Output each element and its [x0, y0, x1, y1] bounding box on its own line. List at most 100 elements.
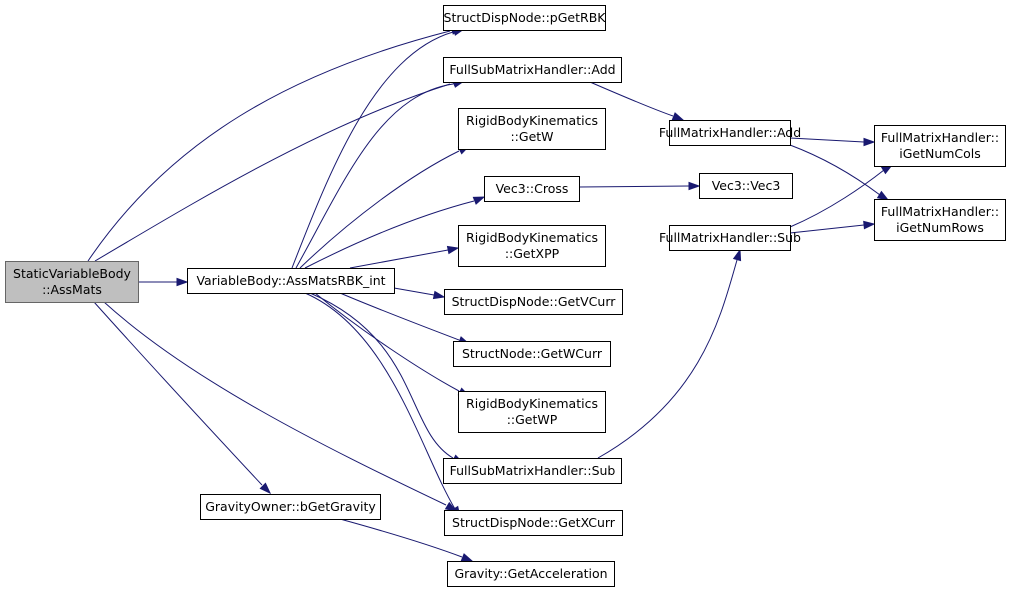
arrowhead-icon: [460, 553, 474, 562]
node-grav_acc[interactable]: Gravity::GetAcceleration: [447, 561, 615, 587]
edge-line: [304, 200, 475, 269]
edge-line: [339, 292, 460, 341]
node-label: StructDispNode::GetXCurr: [452, 515, 616, 530]
edge-line: [349, 249, 449, 269]
edge-static_ass-to-pget_rbk: [87, 26, 464, 262]
edge-line: [339, 518, 463, 558]
node-box: [5, 261, 139, 303]
node-box: [443, 458, 622, 484]
arrowhead-icon: [876, 190, 890, 201]
arrowhead-icon: [863, 137, 876, 147]
edge-vec3_cross-to-vec3_vec3: [578, 181, 701, 191]
node-box: [699, 173, 793, 199]
node-static_ass[interactable]: StaticVariableBody::AssMats: [5, 261, 139, 303]
node-box: [458, 225, 606, 267]
node-box: [484, 176, 580, 202]
node-fsub_add[interactable]: FullSubMatrixHandler::Add: [443, 57, 622, 83]
node-label: ::GetWP: [507, 412, 558, 427]
node-box: [443, 57, 622, 83]
node-label: StructDispNode::GetVCurr: [452, 294, 617, 309]
node-getwcurr[interactable]: StructNode::GetWCurr: [453, 341, 611, 367]
edge-fsub_sub-to-fm_sub: [597, 248, 742, 459]
node-label: FullSubMatrixHandler::Sub: [450, 463, 616, 478]
node-label: FullMatrixHandler::Sub: [659, 230, 801, 245]
arrowhead-icon: [432, 290, 446, 300]
edge-line: [103, 301, 447, 506]
edge-var_ass-to-fsub_sub: [309, 292, 465, 464]
node-label: StaticVariableBody: [13, 266, 132, 281]
node-box: [669, 120, 791, 146]
edge-var_ass-to-getxcurr: [304, 292, 461, 519]
node-box: [200, 494, 381, 520]
edge-line: [87, 30, 451, 262]
node-rbk_getw[interactable]: RigidBodyKinematics::GetW: [458, 108, 606, 150]
node-box: [453, 341, 611, 367]
node-rbk_getwp[interactable]: RigidBodyKinematics::GetWP: [458, 391, 606, 433]
edge-static_ass-to-grav_owner: [93, 301, 272, 495]
edge-line: [94, 83, 451, 262]
node-label: Vec3::Cross: [496, 181, 569, 196]
arrowhead-icon: [732, 248, 742, 262]
node-label: Gravity::GetAcceleration: [454, 566, 607, 581]
edge-fm_add-to-fm_rows: [789, 144, 890, 201]
node-pget_rbk[interactable]: StructDispNode::pGetRBK: [443, 5, 607, 31]
node-label: RigidBodyKinematics: [466, 230, 598, 245]
node-grav_owner[interactable]: GravityOwner::bGetGravity: [200, 494, 381, 520]
edge-line: [578, 185, 690, 188]
node-label: VariableBody::AssMatsRBK_int: [196, 273, 385, 288]
node-label: FullMatrixHandler::: [881, 130, 999, 145]
node-label: ::GetXPP: [505, 246, 560, 261]
edge-line: [304, 292, 456, 510]
edge-line: [309, 292, 454, 459]
node-label: FullMatrixHandler::: [881, 204, 999, 219]
node-getvcurr[interactable]: StructDispNode::GetVCurr: [444, 289, 623, 315]
node-fm_cols[interactable]: FullMatrixHandler::iGetNumCols: [874, 125, 1006, 167]
node-getxcurr[interactable]: StructDispNode::GetXCurr: [444, 510, 623, 536]
arrowhead-icon: [472, 196, 486, 205]
edge-line: [291, 31, 454, 269]
node-rbk_getxpp[interactable]: RigidBodyKinematics::GetXPP: [458, 225, 606, 267]
edge-grav_owner-to-grav_acc: [339, 518, 474, 562]
arrowhead-icon: [446, 245, 460, 255]
node-fm_sub[interactable]: FullMatrixHandler::Sub: [659, 225, 801, 251]
edge-var_ass-to-fsub_add: [295, 79, 466, 269]
edge-var_ass-to-vec3_cross: [304, 196, 486, 269]
node-label: RigidBodyKinematics: [466, 113, 598, 128]
arrowhead-icon: [688, 181, 701, 191]
edge-line: [295, 83, 454, 269]
node-box: [187, 268, 395, 294]
node-label: GravityOwner::bGetGravity: [205, 499, 376, 514]
edge-static_ass-to-fsub_add: [94, 77, 464, 262]
edge-var_ass-to-pget_rbk: [291, 27, 466, 269]
graph-nodes: StaticVariableBody::AssMats VariableBody:…: [5, 5, 1006, 587]
edge-line: [789, 144, 881, 196]
node-label: RigidBodyKinematics: [466, 396, 598, 411]
edge-line: [93, 301, 263, 486]
edge-static_ass-to-getxcurr: [103, 301, 458, 512]
edge-line: [314, 292, 460, 392]
node-label: FullMatrixHandler::Add: [659, 125, 801, 140]
node-box: [458, 391, 606, 433]
node-box: [458, 108, 606, 150]
node-vec3_vec3[interactable]: Vec3::Vec3: [699, 173, 793, 199]
node-vec3_cross[interactable]: Vec3::Cross: [484, 176, 580, 202]
edge-line: [789, 137, 865, 143]
node-label: Vec3::Vec3: [712, 178, 781, 193]
edge-line: [789, 169, 885, 228]
edge-fm_add-to-fm_cols: [789, 137, 876, 147]
arrowhead-icon: [259, 482, 272, 495]
arrowhead-icon: [863, 220, 876, 230]
edge-line: [393, 287, 435, 296]
node-fm_rows[interactable]: FullMatrixHandler::iGetNumRows: [874, 199, 1006, 241]
node-box: [443, 5, 606, 31]
node-label: StructDispNode::pGetRBK: [444, 10, 607, 25]
edge-var_ass-to-rbk_getxpp: [349, 245, 460, 269]
node-fsub_sub[interactable]: FullSubMatrixHandler::Sub: [443, 458, 622, 484]
node-box: [444, 510, 623, 536]
node-box: [874, 125, 1006, 167]
node-label: StructNode::GetWCurr: [462, 346, 603, 361]
node-box: [874, 199, 1006, 241]
node-fm_add[interactable]: FullMatrixHandler::Add: [659, 120, 801, 146]
node-var_ass[interactable]: VariableBody::AssMatsRBK_int: [187, 268, 395, 294]
edge-fm_sub-to-fm_rows: [789, 220, 876, 234]
